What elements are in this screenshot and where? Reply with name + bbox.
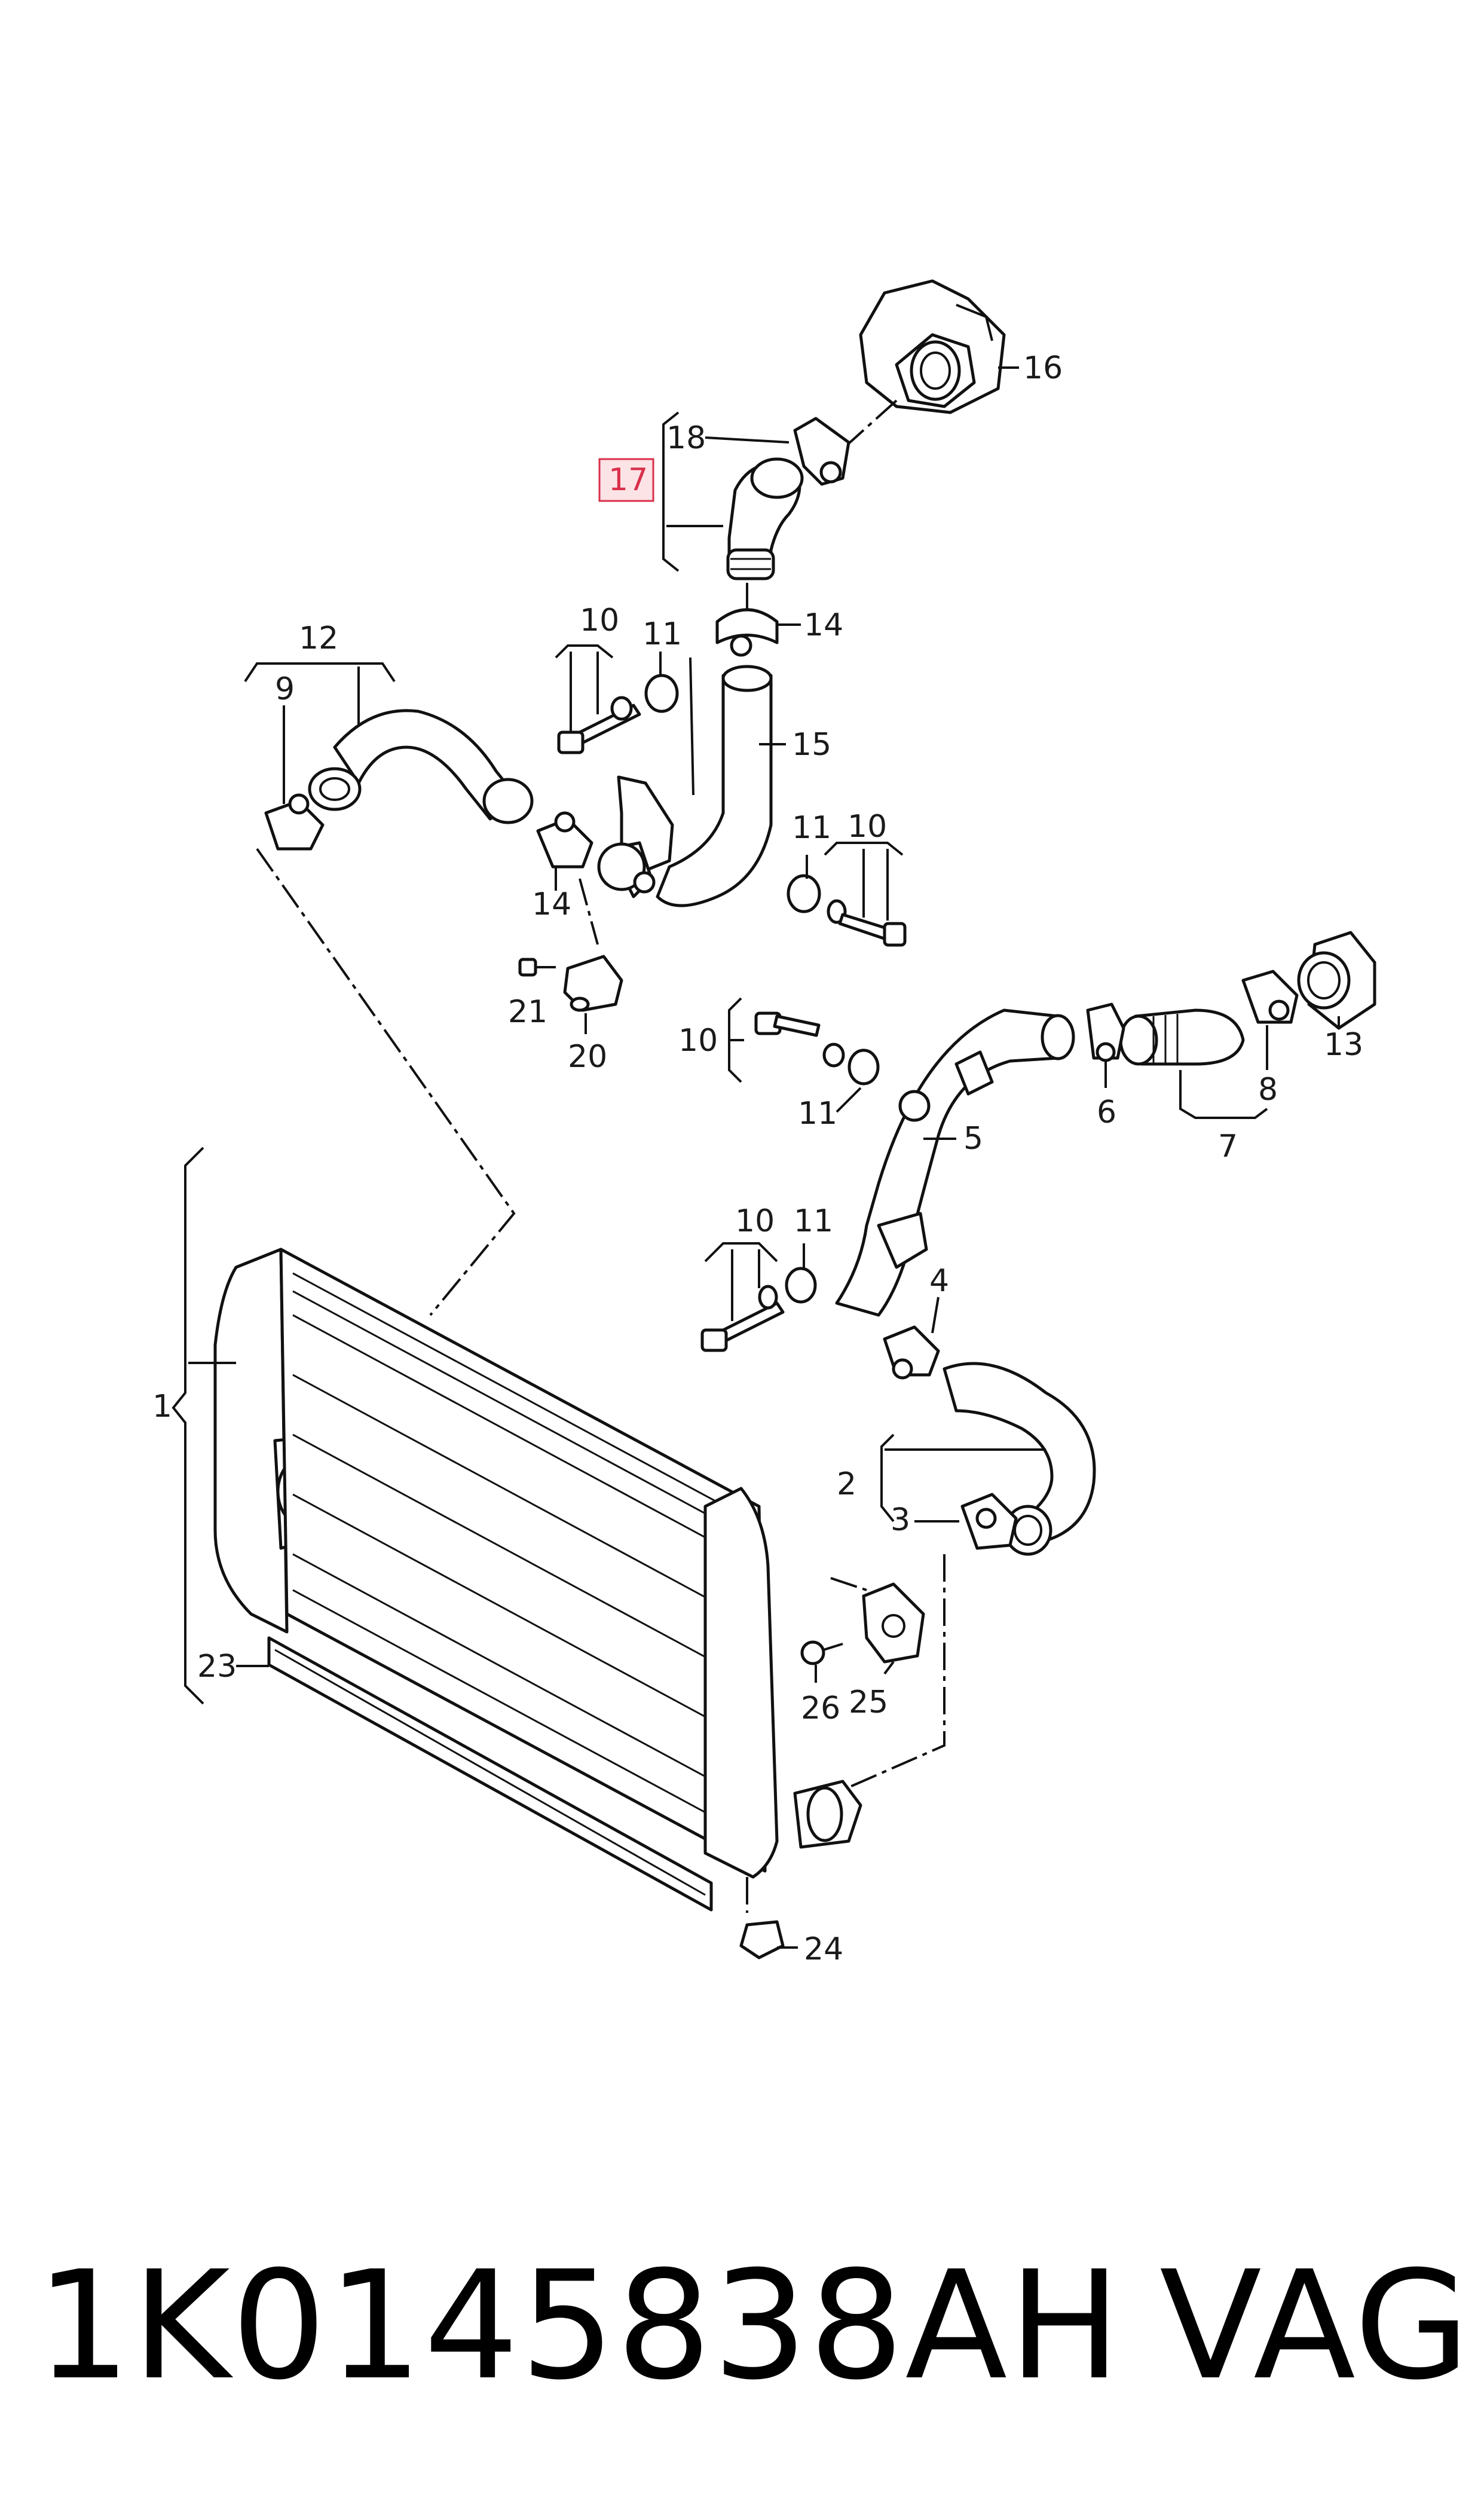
label-4: 4 [929,1263,949,1299]
bolt-10-upper-left [557,674,679,754]
label-12: 12 [299,620,338,656]
clamp-3 [960,1493,1018,1550]
label-5: 5 [963,1121,983,1157]
label-11-a: 11 [642,616,682,652]
bolt-10-lower [700,1267,817,1352]
label-14-lower: 14 [532,886,571,922]
label-3: 3 [891,1502,910,1538]
part-number: 1K0145838AH [36,2239,1122,2413]
intercooler-core-fins [292,1272,754,1839]
clamp-14-lower [536,811,593,869]
brand-name: VAG [1159,2239,1471,2413]
label-16: 16 [1023,350,1063,386]
label-11-b: 11 [792,810,831,846]
clamp-6 [1086,1002,1125,1062]
bolt-21 [518,958,556,977]
label-21: 21 [508,994,547,1030]
intercooler [213,1248,862,1959]
label-7: 7 [1218,1129,1238,1164]
bracket-25 [862,1582,925,1664]
part-labels: 17 16 18 14 15 12 9 10 11 14 11 10 21 20… [152,350,1363,1967]
clamp-4 [883,1325,940,1380]
label-26: 26 [801,1690,840,1726]
label-11-d: 11 [794,1203,833,1239]
hose-12 [308,709,534,824]
label-18: 18 [666,420,706,456]
label-11-c: 11 [798,1096,837,1132]
assembly-lines [256,848,946,1913]
clamp-14-upper [715,608,779,657]
bolt-10-right-upper [754,1011,880,1086]
label-20: 20 [568,1039,607,1075]
highlight-box-17 [598,458,654,502]
hose-17 [726,457,804,580]
label-15: 15 [792,727,831,763]
label-10-a: 10 [580,603,619,638]
label-25: 25 [849,1685,888,1720]
label-17: 17 [608,462,648,498]
label-14-upper: 14 [804,607,843,643]
label-13: 13 [1324,1027,1363,1063]
label-9: 9 [275,671,295,707]
hose-7 [1119,1008,1245,1066]
parts-diagram: 17 16 18 14 15 12 9 10 11 14 11 10 21 20… [152,279,1376,1967]
label-2: 2 [837,1466,856,1502]
clamp-18 [793,417,850,486]
footer: 1K0145838AH VAG [36,2239,1470,2413]
connector-13 [1297,931,1376,1030]
label-10-d: 10 [735,1203,775,1239]
bolt-26 [800,1640,843,1665]
clamp-8 [1241,970,1299,1024]
hose-2 [943,1362,1096,1556]
label-24: 24 [804,1931,843,1967]
label-10-c: 10 [678,1023,718,1059]
pipe-15 [597,665,773,907]
label-6: 6 [1097,1095,1116,1130]
clamp-9 [264,793,325,851]
pipe-5 [835,1008,1075,1317]
bolt-10-mid [787,874,907,947]
label-23: 23 [197,1649,237,1685]
label-10-b: 10 [847,809,887,845]
sensor-20 [563,955,623,1012]
throttle-body [859,279,1006,414]
label-1: 1 [152,1389,172,1424]
label-8: 8 [1258,1072,1278,1108]
leader-lines [172,366,1340,1949]
